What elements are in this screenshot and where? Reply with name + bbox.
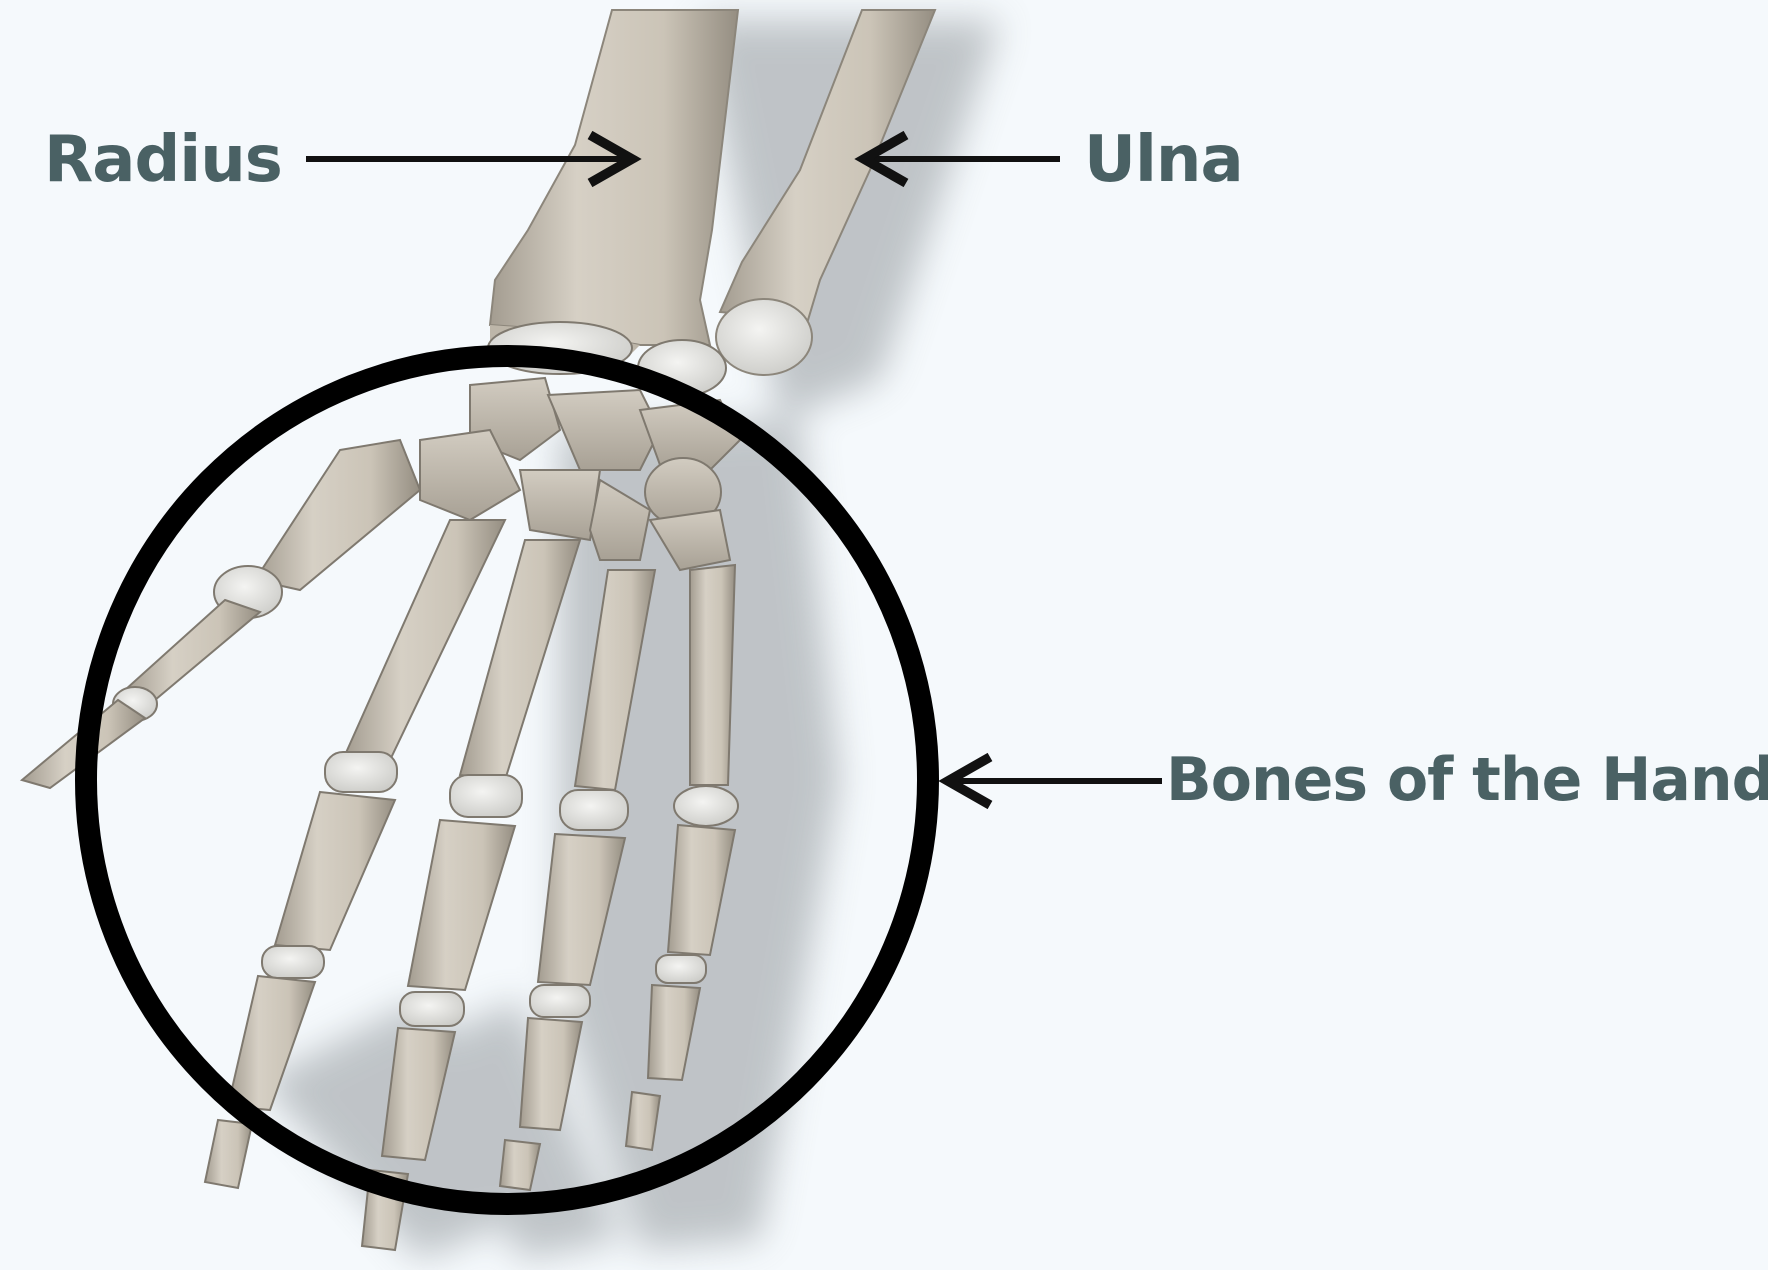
ulna-label: Ulna bbox=[1084, 128, 1243, 192]
radius-label: Radius bbox=[44, 128, 282, 192]
bones-of-the-hand-label: Bones of the Hand bbox=[1166, 750, 1768, 810]
radius-bone bbox=[490, 10, 738, 355]
